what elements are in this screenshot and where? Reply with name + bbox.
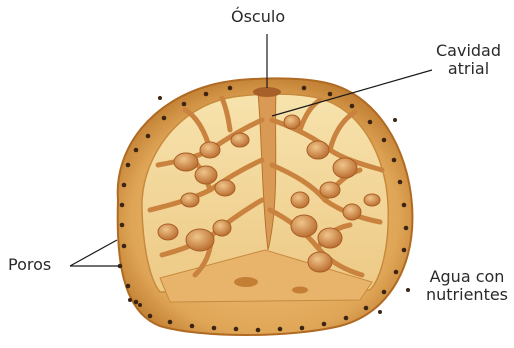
label-cavidad-atrial: Cavidad atrial xyxy=(436,42,501,79)
floor-opening xyxy=(234,277,258,287)
label-cavidad-line2: atrial xyxy=(436,60,501,78)
label-agua-line2: nutrientes xyxy=(426,286,508,304)
label-poros: Poros xyxy=(8,256,51,274)
label-cavidad-line1: Cavidad xyxy=(436,42,501,60)
leader-poros-upper xyxy=(70,240,117,266)
label-agua-line1: Agua con xyxy=(426,268,508,286)
label-osculo: Ósculo xyxy=(231,8,285,26)
osculum-opening xyxy=(253,87,281,97)
label-agua-nutrientes: Agua con nutrientes xyxy=(426,268,508,305)
floor-opening xyxy=(292,287,308,294)
